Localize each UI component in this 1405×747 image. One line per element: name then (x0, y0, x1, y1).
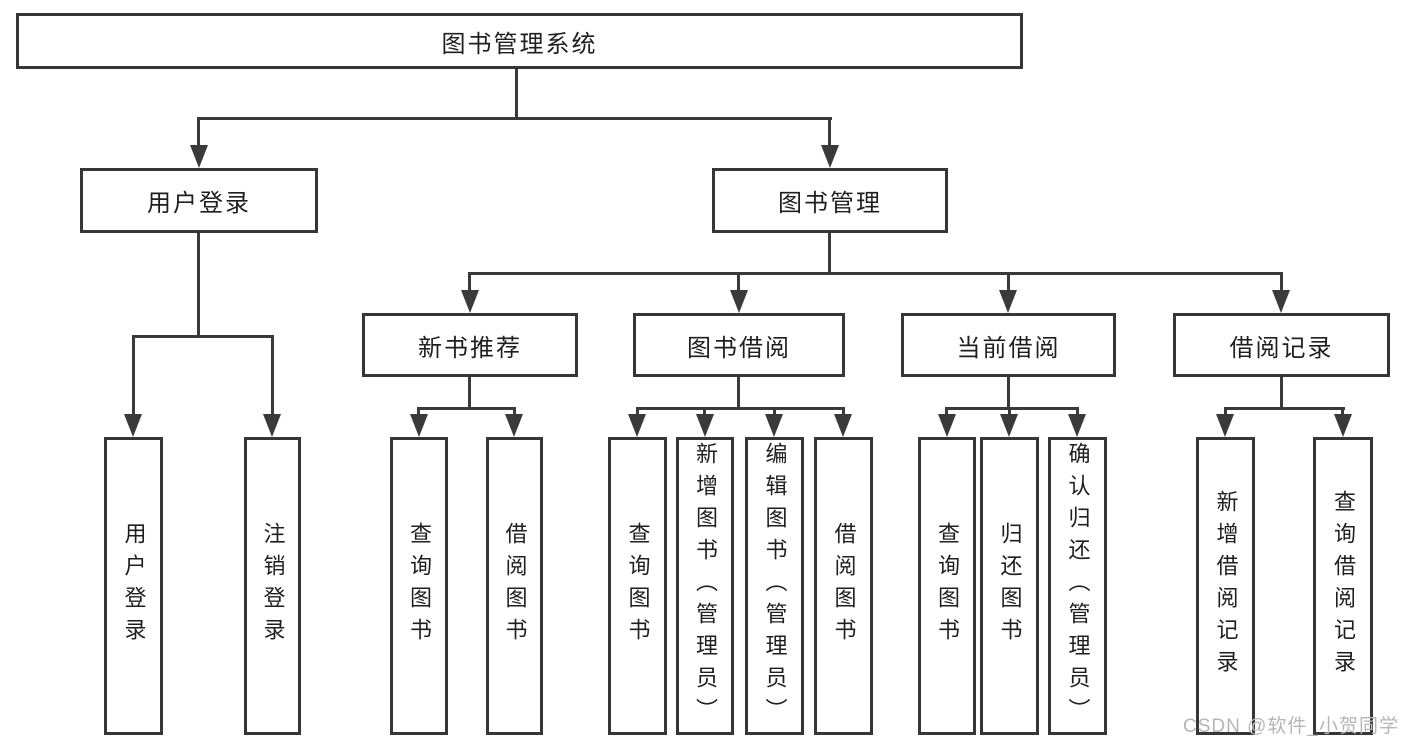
leaf-label: 查询图书 (407, 522, 432, 650)
leaf-label: 归还图书 (997, 522, 1023, 650)
connector-drop-leaf (636, 407, 639, 419)
connector-drop-leaf (842, 407, 845, 419)
node-label: 图书管理 (778, 190, 882, 217)
leaf-label: 查询图书 (625, 522, 651, 650)
leaf-query-borrowing-record: 查询借阅记录 (1313, 437, 1373, 735)
connector-drop-user-login (197, 117, 200, 148)
node-label: 用户登录 (147, 190, 251, 217)
leaf-label: 借阅图书 (831, 522, 857, 650)
connector-drop-current-borrowing (1007, 272, 1010, 295)
connector-drop-leaf (513, 407, 516, 419)
connector-drop-leaf (1224, 407, 1227, 419)
leaf-borrow-books: 借阅图书 (814, 437, 873, 735)
leaf-label: 查询借阅记录 (1331, 490, 1356, 682)
connector-drop-borrowing-records (1280, 272, 1283, 295)
leaf-return-books: 归还图书 (980, 437, 1039, 735)
connector-drop-leaf (703, 407, 706, 419)
node-root-library-management-system: 图书管理系统 (16, 13, 1023, 69)
connector-drop-leaf (1341, 407, 1344, 419)
connector-arrowhead (505, 414, 523, 437)
connector-current-borrowing-bus (945, 407, 1079, 410)
connector-drop-leaf (1008, 407, 1011, 419)
leaf-edit-books-admin: 编辑图书（管理员） (745, 437, 804, 735)
leaf-label: 确认归还（管理员） (1065, 442, 1091, 730)
connector-arrowhead (821, 145, 839, 168)
connector-arrowhead (190, 145, 208, 168)
connector-level2-bus (197, 117, 832, 120)
leaf-add-books-admin: 新增图书（管理员） (676, 437, 734, 735)
connector-drop-leaf (271, 335, 274, 420)
connector-arrowhead (1000, 414, 1018, 437)
leaf-label: 查询图书 (935, 522, 960, 650)
connector-user-login-bus (132, 335, 274, 338)
connector-drop-leaf (773, 407, 776, 419)
connector-drop-book-management (828, 117, 831, 148)
node-book-borrowing: 图书借阅 (633, 313, 845, 377)
connector-arrowhead (263, 414, 281, 437)
connector-arrowhead (834, 414, 852, 437)
node-label: 借阅记录 (1229, 334, 1334, 362)
connector-arrowhead (730, 290, 748, 313)
node-label: 新书推荐 (418, 334, 522, 362)
leaf-label: 新增借阅记录 (1213, 490, 1239, 682)
leaf-query-books-recommend: 查询图书 (390, 437, 448, 735)
connector-arrowhead (628, 414, 646, 437)
leaf-add-borrowing-record: 新增借阅记录 (1196, 437, 1255, 735)
connector-current-borrowing-stem (1007, 377, 1010, 407)
connector-arrowhead (461, 290, 479, 313)
connector-user-login-stem (197, 233, 200, 335)
connector-arrowhead (410, 414, 428, 437)
leaf-logout: 注销登录 (244, 437, 301, 735)
leaf-label: 注销登录 (260, 522, 286, 650)
node-user-login: 用户登录 (80, 168, 318, 233)
connector-drop-book-borrowing (737, 272, 740, 295)
leaf-query-books-current: 查询图书 (918, 437, 976, 735)
csdn-watermark: CSDN @软件_小贺同学 (1183, 716, 1399, 737)
connector-arrowhead (1272, 290, 1290, 313)
leaf-borrow-books-recommend: 借阅图书 (486, 437, 543, 735)
leaf-query-books-borrowing: 查询图书 (608, 437, 667, 735)
leaf-label: 借阅图书 (502, 522, 528, 650)
connector-drop-leaf (945, 407, 948, 419)
connector-arrowhead (765, 414, 783, 437)
connector-root-stem (515, 69, 518, 117)
connector-arrowhead (124, 414, 142, 437)
leaf-label: 新增图书（管理员） (693, 442, 718, 730)
node-label: 当前借阅 (956, 334, 1061, 362)
connector-arrowhead (938, 414, 956, 437)
connector-borrowing-records-bus (1224, 407, 1345, 410)
connector-new-book-bus (417, 407, 516, 410)
connector-arrowhead (1216, 414, 1234, 437)
connector-book-borrowing-stem (737, 377, 740, 407)
connector-arrowhead (696, 414, 714, 437)
leaf-label: 用户登录 (121, 522, 147, 650)
leaf-confirm-return-admin: 确认归还（管理员） (1048, 437, 1107, 735)
connector-drop-leaf (1076, 407, 1079, 419)
node-label: 图书管理系统 (441, 30, 598, 58)
connector-book-borrowing-bus (636, 407, 845, 410)
node-label: 图书借阅 (687, 334, 791, 362)
connector-drop-new-book (468, 272, 471, 295)
connector-drop-leaf (132, 335, 135, 420)
node-current-borrowing: 当前借阅 (901, 313, 1116, 377)
connector-borrowing-records-stem (1280, 377, 1283, 407)
node-borrowing-records: 借阅记录 (1173, 313, 1390, 377)
connector-new-book-stem (468, 377, 471, 407)
node-new-book-recommend: 新书推荐 (362, 313, 578, 377)
connector-arrowhead (1068, 414, 1086, 437)
connector-level3-bus (468, 272, 1283, 275)
connector-drop-leaf (417, 407, 420, 419)
connector-arrowhead (999, 290, 1017, 313)
leaf-user-login: 用户登录 (104, 437, 163, 735)
connector-arrowhead (1334, 414, 1352, 437)
connector-book-management-stem (828, 233, 831, 272)
node-book-management: 图书管理 (712, 168, 948, 233)
leaf-label: 编辑图书（管理员） (762, 442, 788, 730)
